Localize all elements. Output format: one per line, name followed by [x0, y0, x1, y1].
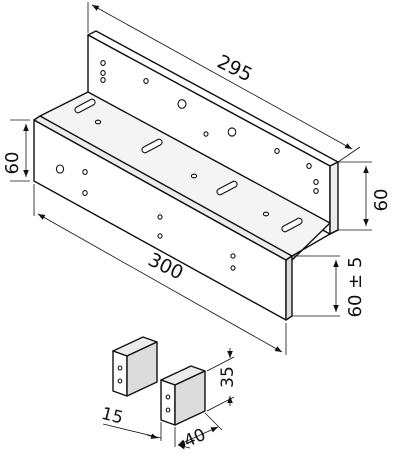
- dim-adjustable-60-label: 60 ± 5: [345, 257, 366, 318]
- spacer-block-front: [160, 365, 206, 426]
- dim-spacer-15-label: 15: [99, 404, 125, 429]
- dim-spacer-40-label: 40: [181, 425, 209, 452]
- back-plate-edge: [329, 161, 339, 235]
- dimension-lines: [10, 2, 372, 450]
- angle-bracket: [33, 30, 339, 321]
- dim-spacer-35-label: 35: [218, 366, 238, 388]
- dim-295-label: 295: [214, 51, 256, 87]
- spacer-block-back: [112, 336, 158, 397]
- front-plate-side-edge: [285, 255, 293, 321]
- dim-left-60-label: 60: [2, 152, 23, 175]
- dim-right-60-label: 60: [371, 189, 392, 212]
